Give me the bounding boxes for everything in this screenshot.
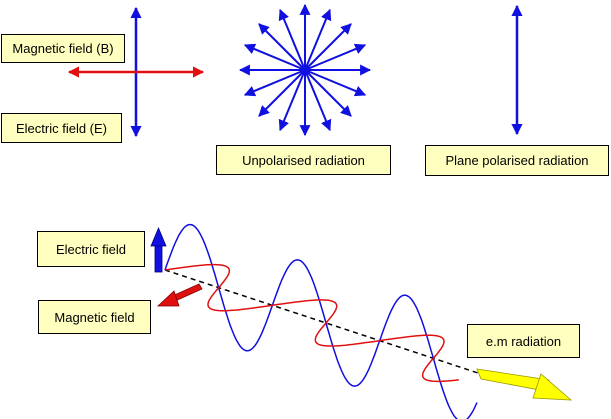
magnetic-wave [164,263,459,383]
electric-field-arrow [150,226,167,273]
starburst-arrow [258,23,306,71]
em-radiation-label: e.m radiation [467,324,580,358]
starburst-arrow [278,8,306,71]
starburst-arrow [304,43,367,71]
starburst-arrow [304,69,367,97]
propagation-arrow [476,368,573,401]
unpolarised-label: Unpolarised radiation [216,145,391,175]
starburst-arrow [258,69,306,117]
propagation-axis [164,269,479,374]
electric-field-e-label: Electric field (E) [1,113,122,143]
electric-field-label: Electric field [37,231,145,267]
unpolarised-starburst [238,3,372,137]
starburst-arrow [304,69,352,117]
starburst-arrow [243,69,306,97]
magnetic-field-arrow [156,283,203,307]
field-cross [67,6,205,138]
starburst-arrow [304,8,332,71]
starburst-arrow [243,43,306,71]
electric-wave [164,223,478,419]
plane-polarised-label: Plane polarised radiation [425,145,609,176]
starburst-arrow [304,69,332,132]
starburst-arrow [304,23,352,71]
starburst-arrow [278,69,306,132]
magnetic-field-label: Magnetic field [38,300,151,334]
magnetic-field-b-label: Magnetic field (B) [1,34,125,63]
